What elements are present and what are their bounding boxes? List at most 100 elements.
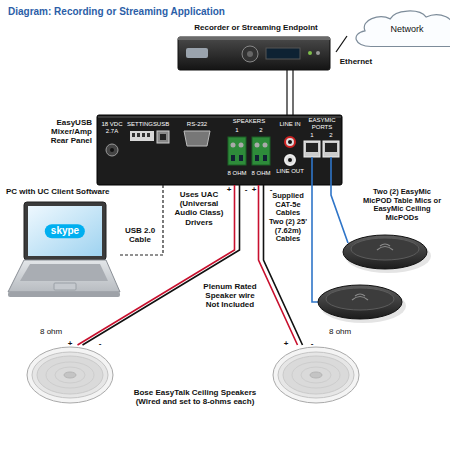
node-title: EasyUSB Mixer/Amp Rear Panel — [32, 118, 92, 146]
logo-text: skype — [45, 224, 85, 238]
cable-connector — [336, 36, 347, 52]
panel-port-label: 1 — [231, 127, 243, 134]
cable-line — [83, 185, 240, 345]
micpod-logo — [352, 294, 368, 300]
callout-note: Plenum Rated Speaker wire Not Included — [198, 282, 262, 310]
terminal-hole — [263, 155, 267, 161]
rj45-hole — [325, 143, 337, 152]
recorder-device: Recorder or Streaming Endpoint — [176, 22, 336, 70]
dc-jack-pin — [110, 148, 114, 152]
rj45-port — [323, 141, 339, 157]
ceiling-speaker: 8 ohm — [25, 345, 115, 405]
recorder-led — [308, 51, 312, 55]
cable-line — [78, 185, 235, 345]
micpod-top — [351, 238, 419, 260]
recorder-logo — [186, 48, 208, 58]
node-title: 8 ohm — [40, 327, 62, 336]
laptop-screen — [28, 206, 102, 256]
speaker-terminal — [228, 137, 246, 165]
recorder-edge — [178, 37, 330, 40]
micpod — [343, 235, 427, 269]
laptop-keyboard — [20, 264, 108, 281]
diagram-title: Diagram: Recording or Streaming Applicat… — [8, 6, 225, 18]
polarity-mark: - — [308, 339, 316, 348]
terminal-hole — [239, 155, 243, 161]
polarity-mark: + — [66, 339, 74, 348]
ceiling-speaker: 8 ohm — [271, 345, 361, 405]
panel-port-label: 1 — [306, 132, 318, 139]
terminal-hole — [255, 155, 259, 161]
panel-port-label: LINE OUT — [274, 168, 306, 175]
recorder-knob-cap — [247, 51, 253, 57]
cable-line — [336, 36, 347, 52]
panel-body — [97, 115, 342, 185]
usb-port-hole — [160, 134, 166, 140]
panel-port-label: 8 OHM — [251, 170, 271, 177]
polarity-mark: - — [96, 339, 104, 348]
cable-line — [120, 185, 163, 255]
cat5-cable — [331, 157, 348, 243]
recorder-display — [266, 48, 300, 59]
polarity-mark: - — [242, 185, 250, 194]
speaker-rim — [27, 347, 113, 403]
polarity-mark: + — [250, 185, 258, 194]
node-title: 8 ohm — [329, 327, 351, 336]
speaker-badge — [310, 372, 322, 378]
callout-note: Supplied CAT-5e Cables Two (2) 25' (7.62… — [268, 192, 308, 244]
micpod — [318, 285, 402, 319]
panel-port-label: LINE IN — [274, 121, 306, 128]
polarity-mark: + — [225, 185, 233, 194]
grille-line — [292, 362, 340, 388]
speaker-shape — [271, 345, 361, 405]
jack-hole — [288, 140, 292, 144]
rj45-hole — [306, 143, 318, 152]
panel-port-label: USB — [154, 121, 172, 128]
dc-jack — [106, 144, 118, 156]
panel-port-label: 18 VDC 2.7A — [99, 121, 125, 134]
speaker-grille — [283, 356, 349, 394]
panel-port-label: SPEAKERS — [222, 118, 276, 125]
cable-connector — [287, 70, 293, 115]
speaker-terminal — [252, 137, 270, 165]
network-cloud: Network — [347, 6, 450, 52]
line-out-jack — [285, 155, 295, 165]
panel-port-label: 2 — [255, 127, 267, 134]
cable-line — [286, 70, 287, 115]
cat5-cable — [312, 157, 318, 302]
grille-line — [301, 367, 331, 383]
dip-toggle — [137, 133, 140, 137]
terminal-hole — [231, 155, 235, 161]
rj45-port — [304, 141, 320, 157]
speaker-rim — [273, 347, 359, 403]
panel-port-label: RS-232 — [180, 121, 214, 128]
panel-port-label: EASYMIC PORTS — [302, 117, 342, 130]
node-title: Network — [347, 24, 450, 34]
speaker-grille — [37, 356, 103, 394]
laptop-touchpad — [54, 283, 76, 290]
recorder-body — [178, 37, 330, 70]
grille-line — [46, 362, 94, 388]
cable-connector — [78, 185, 240, 345]
grille-line — [55, 367, 85, 383]
node-title: Recorder or Streaming Endpoint — [176, 23, 336, 32]
speaker-ring — [278, 352, 354, 398]
laptop-front — [8, 292, 120, 297]
callout-note: Uses UAC (Universal Audio Class) Drivers — [168, 190, 230, 227]
micpod-top — [326, 288, 394, 310]
cable-label: USB 2.0 Cable — [121, 226, 159, 244]
terminal-screw — [231, 143, 236, 148]
callout-note: Bose EasyTalk Ceiling Speakers (Wired an… — [122, 388, 268, 406]
recorder-knob — [242, 46, 258, 62]
speaker-shape — [25, 345, 115, 405]
micpod-logo — [377, 244, 393, 250]
panel-port-label: 8 OHM — [227, 170, 247, 177]
usb-port — [157, 131, 169, 143]
laptop-base — [8, 260, 120, 292]
terminal-screw — [263, 143, 268, 148]
panel-port-label: SETTINGS — [126, 121, 158, 128]
panel-port-label: 2 — [325, 132, 337, 139]
cable-connector — [120, 185, 163, 255]
